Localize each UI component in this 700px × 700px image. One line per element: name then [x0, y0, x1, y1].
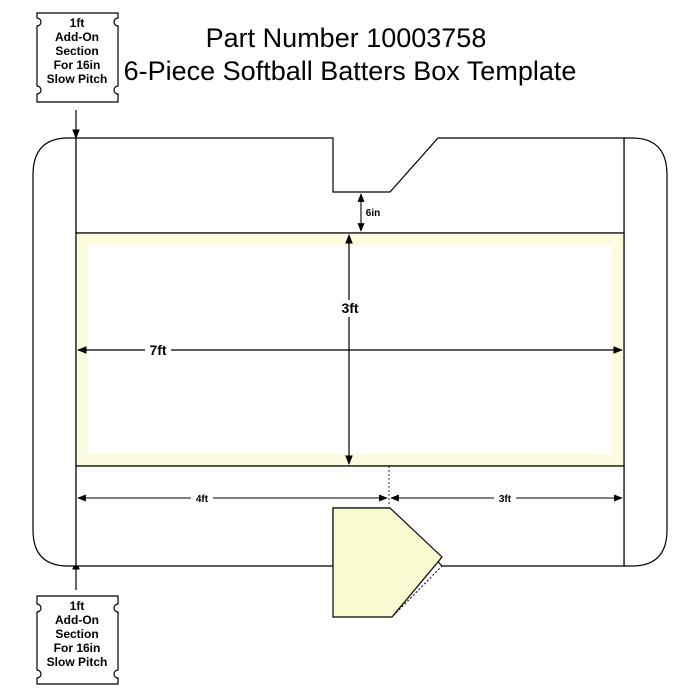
right-add-on-section	[624, 137, 668, 567]
add-on-note-bottom-line3: Section	[55, 627, 98, 641]
add-on-note-top-line5: Slow Pitch	[47, 72, 108, 86]
dim-3ft-bottom-label-bg	[494, 491, 516, 505]
add-on-note-top-line3: Section	[55, 44, 98, 58]
add-on-note-top: 1ft Add-On Section For 16in Slow Pitch	[36, 12, 119, 103]
add-on-note-bottom-line2: Add-On	[55, 613, 99, 627]
add-on-note-top-line2: Add-On	[55, 30, 99, 44]
left-add-on-section	[32, 137, 76, 567]
dim-7ft-label-bg	[145, 342, 171, 358]
top-section	[75, 137, 625, 234]
dim-3ft-label-bg	[337, 300, 363, 317]
dim-7ft-label: 7ft	[149, 342, 166, 358]
dim-4ft-label-bg	[191, 491, 213, 505]
dim-3ft-label: 3ft	[341, 300, 358, 316]
add-on-note-bottom: 1ft Add-On Section For 16in Slow Pitch	[36, 595, 119, 685]
add-on-note-bottom-line4: For 16in	[54, 641, 101, 655]
home-plate-corner-dashed-edge	[332, 565, 443, 618]
add-on-note-bottom-line1: 1ft	[70, 599, 85, 613]
add-on-note-bottom-line5: Slow Pitch	[47, 655, 108, 669]
add-on-note-top-line4: For 16in	[54, 58, 101, 72]
part-number-title: Part Number 10003758	[206, 23, 487, 53]
dim-4ft-label: 4ft	[196, 494, 209, 505]
template-title: 6-Piece Softball Batters Box Template	[124, 56, 577, 86]
add-on-note-top-line1: 1ft	[70, 16, 85, 30]
dim-3ft-bottom-label: 3ft	[499, 494, 512, 505]
dim-6in-label: 6in	[366, 208, 380, 219]
